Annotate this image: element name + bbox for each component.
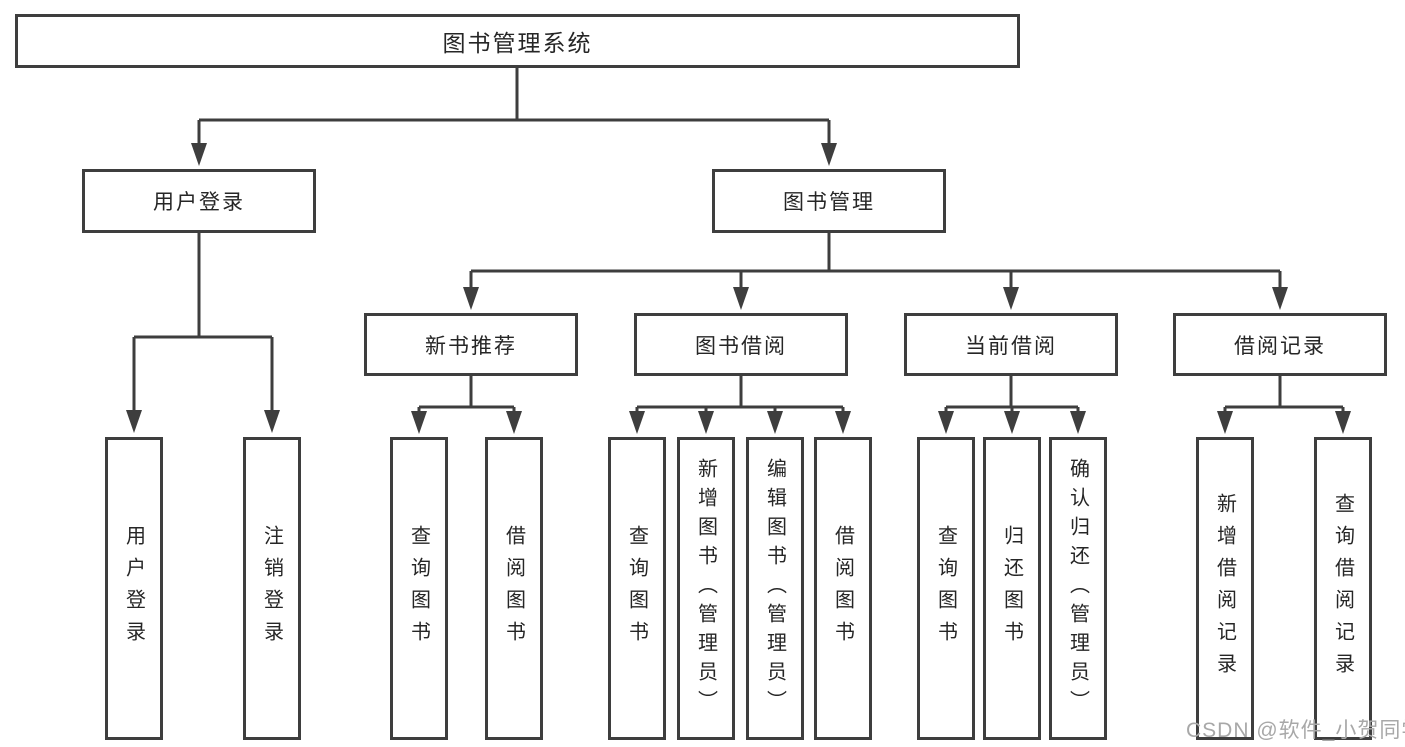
leaf-user-login: 用户登录 — [105, 437, 163, 740]
leaf-query-borrow-record: 查询借阅记录 — [1314, 437, 1372, 740]
leaf-query-books-current: 查询图书 — [917, 437, 975, 740]
node-new-book-recommend: 新书推荐 — [364, 313, 578, 376]
node-book-management: 图书管理 — [712, 169, 946, 233]
node-book-borrow: 图书借阅 — [634, 313, 848, 376]
leaf-logout: 注销登录 — [243, 437, 301, 740]
node-root-system: 图书管理系统 — [15, 14, 1020, 68]
leaf-confirm-return-admin: 确认归还（管理员） — [1049, 437, 1107, 740]
leaf-query-books-borrow: 查询图书 — [608, 437, 666, 740]
leaf-edit-books-admin: 编辑图书（管理员） — [746, 437, 804, 740]
leaf-query-books-recommend: 查询图书 — [390, 437, 448, 740]
leaf-return-books: 归还图书 — [983, 437, 1041, 740]
node-borrow-record: 借阅记录 — [1173, 313, 1387, 376]
node-user-login: 用户登录 — [82, 169, 316, 233]
csdn-watermark: CSDN @软件_小贺同学 — [1186, 719, 1405, 742]
leaf-borrow-books-recommend: 借阅图书 — [485, 437, 543, 740]
leaf-borrow-books: 借阅图书 — [814, 437, 872, 740]
leaf-add-borrow-record: 新增借阅记录 — [1196, 437, 1254, 740]
leaf-add-books-admin: 新增图书（管理员） — [677, 437, 735, 740]
node-current-borrow: 当前借阅 — [904, 313, 1118, 376]
